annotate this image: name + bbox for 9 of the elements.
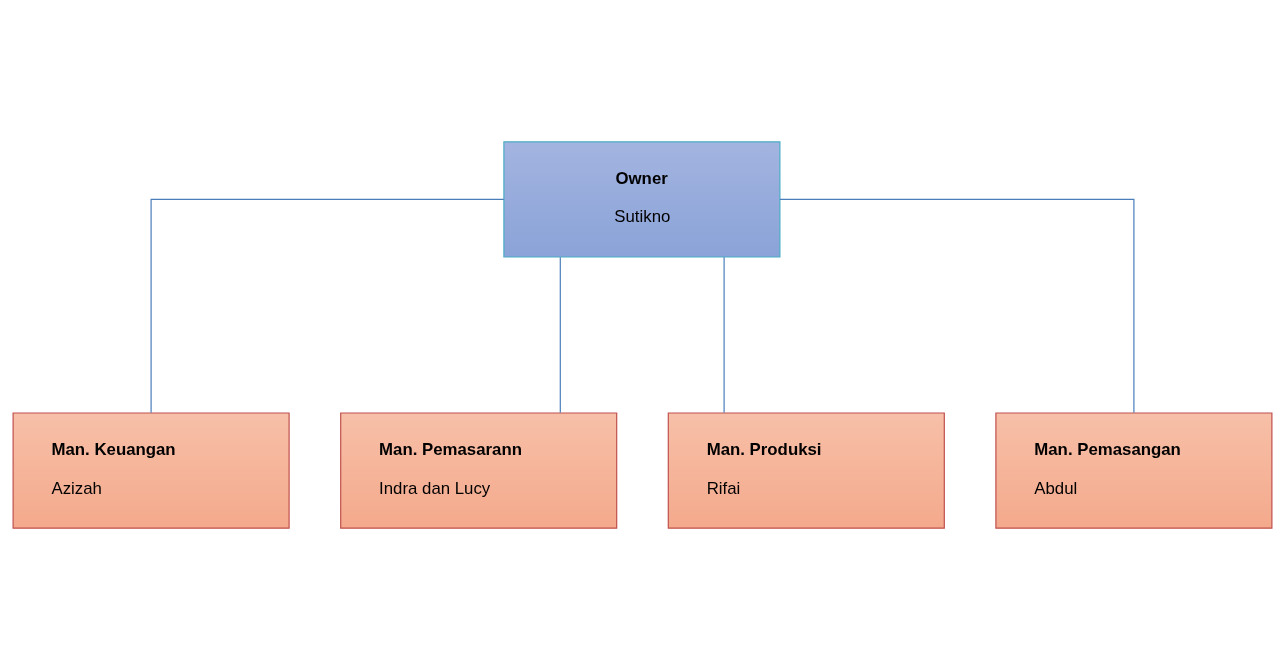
node-box: Man. Keuangan Azizah [12,411,290,529]
connector [559,256,561,413]
node-box: Man. Produksi Rifai [667,411,945,529]
connector [779,198,1135,413]
connector [150,198,505,413]
node-box: Man. Pemasarann Indra dan Lucy [340,411,618,529]
connector [723,256,725,413]
node-box: Owner Sutikno [503,140,781,258]
node-box: Man. Pemasangan Abdul [995,411,1273,529]
